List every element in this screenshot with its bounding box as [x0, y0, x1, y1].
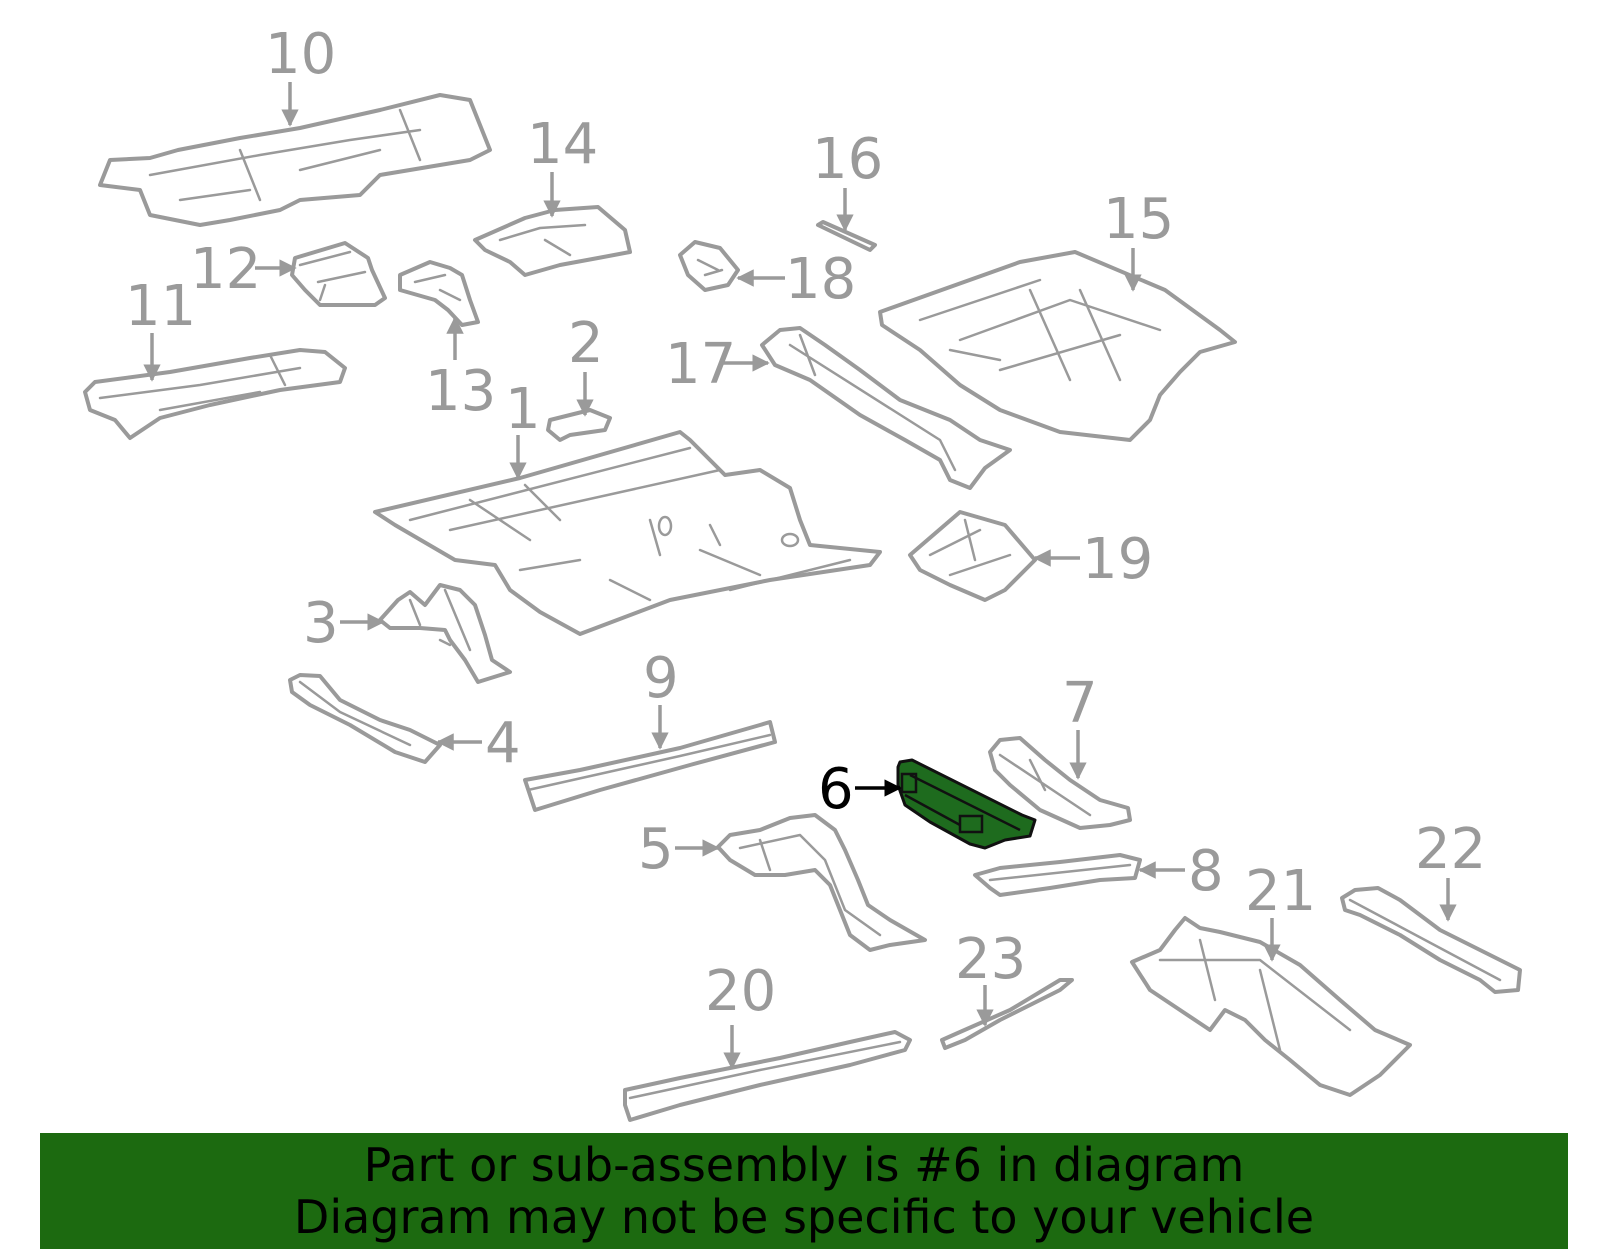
- part-16-strip[interactable]: [816, 220, 877, 252]
- callout-4: 4: [485, 711, 521, 776]
- callout-16: 16: [812, 127, 883, 192]
- part-6-highlighted[interactable]: [896, 758, 1037, 850]
- part-8-rail[interactable]: [973, 853, 1142, 897]
- banner-line-1: Part or sub-assembly is #6 in diagram: [363, 1138, 1245, 1192]
- part-2-bracket[interactable]: [546, 408, 612, 442]
- part-11-rail[interactable]: [83, 348, 347, 440]
- part-7-bracket[interactable]: [988, 736, 1132, 830]
- part-21-rear-floor-side[interactable]: [1130, 916, 1412, 1097]
- part-18-bracket[interactable]: [678, 240, 740, 292]
- callout-5: 5: [638, 817, 674, 882]
- part-3-bracket[interactable]: [378, 583, 512, 684]
- part-10-dash-panel[interactable]: [98, 93, 492, 227]
- callout-1: 1: [505, 377, 541, 442]
- callout-17: 17: [665, 332, 736, 397]
- info-banner: Part or sub-assembly is #6 in diagram Di…: [40, 1133, 1568, 1249]
- part-4-rail[interactable]: [288, 673, 442, 764]
- part-1-front-floor[interactable]: [373, 430, 882, 636]
- part-17-crossmember[interactable]: [760, 326, 1012, 490]
- callout-2: 2: [568, 311, 604, 376]
- part-20-sill[interactable]: [623, 1030, 912, 1122]
- callout-6: 6: [818, 757, 854, 822]
- callout-3: 3: [303, 591, 339, 656]
- callout-19: 19: [1082, 527, 1153, 592]
- callout-arrows: [143, 82, 1457, 1070]
- part-22-rail[interactable]: [1340, 886, 1522, 994]
- callout-15: 15: [1103, 187, 1174, 252]
- callout-13: 13: [425, 359, 496, 424]
- callout-9: 9: [643, 646, 679, 711]
- part-15-rear-floor[interactable]: [878, 250, 1237, 442]
- callout-18: 18: [785, 247, 856, 312]
- callout-23: 23: [955, 927, 1026, 992]
- callout-12: 12: [190, 237, 261, 302]
- part-5-rear-rail[interactable]: [716, 813, 927, 952]
- callout-11: 11: [125, 274, 196, 339]
- callout-20: 20: [705, 959, 776, 1024]
- callout-10: 10: [265, 22, 336, 87]
- part-12-bracket[interactable]: [290, 241, 387, 307]
- banner-line-2: Diagram may not be specific to your vehi…: [293, 1190, 1315, 1244]
- callout-labels: 10 14 16 15 12 18 11 13 2 17 1 19 3 9 4 …: [125, 22, 1486, 1024]
- part-19-panel[interactable]: [908, 510, 1037, 602]
- callout-7: 7: [1062, 671, 1098, 736]
- part-14-bracket[interactable]: [473, 205, 632, 277]
- callout-8: 8: [1188, 839, 1224, 904]
- part-9-sill[interactable]: [523, 720, 777, 812]
- callout-21: 21: [1245, 859, 1316, 924]
- part-13-bracket[interactable]: [398, 260, 480, 327]
- callout-14: 14: [527, 112, 598, 177]
- callout-22: 22: [1415, 817, 1486, 882]
